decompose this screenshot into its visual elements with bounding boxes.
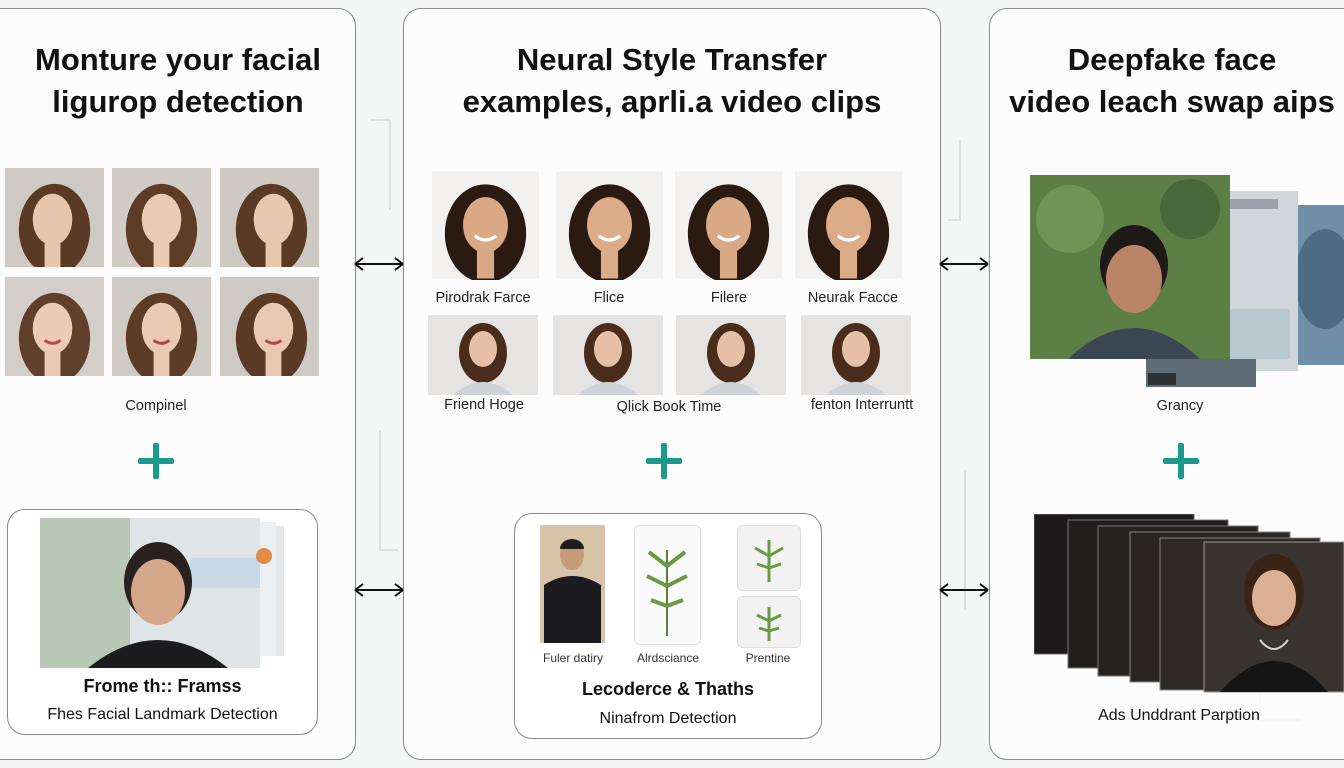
caption-label: Grancy (1156, 398, 1204, 414)
panel-title-line2: examples, aprli.a video clips (462, 84, 882, 119)
styled-face-thumbnail (556, 170, 663, 280)
caption-label: Compinel (125, 398, 187, 414)
face-thumbnail (801, 315, 911, 395)
panel-title: Neural Style Transfer examples, aprli.a … (404, 39, 940, 123)
card-subtitle: Ninafrom Detection (599, 710, 737, 727)
leaf-thumbnail (737, 596, 801, 648)
card-title: Frome th:: Framss (83, 676, 242, 696)
panel-title-line1: Neural Style Transfer (516, 42, 828, 77)
video-frames-image (1030, 169, 1344, 391)
frames-card: Frome th:: Framss Fhes Facial Landmark D… (7, 509, 318, 735)
face-thumbnail (5, 168, 104, 267)
face-thumbnail (112, 277, 211, 376)
face-thumbnail (676, 315, 786, 395)
face-label: Filere (710, 290, 748, 306)
card-title: Lecoderce & Thaths (581, 679, 755, 699)
double-arrow-icon (939, 257, 989, 271)
panel-title-line1: Monture your facial (35, 42, 321, 77)
styled-face-thumbnail (432, 170, 539, 280)
face-thumbnail (220, 277, 319, 376)
video-frames-image (40, 518, 288, 668)
card-subtitle: Fhes Facial Landmark Detection (47, 706, 278, 723)
panel-title-line2: ligurop detection (52, 84, 304, 119)
plus-icon (646, 443, 682, 479)
person-thumbnail (540, 525, 605, 643)
item-label: Prentine (745, 651, 791, 665)
face-thumbnail (5, 277, 104, 376)
plus-icon (1163, 443, 1199, 479)
face-label: Friend Hoge (444, 397, 524, 413)
face-thumbnail (428, 315, 538, 395)
panel-deepfake: Deepfake face video leach swap aips Gran… (989, 8, 1344, 760)
face-thumbnail (112, 168, 211, 267)
leaf-thumbnail (737, 525, 801, 591)
double-arrow-icon (354, 257, 404, 271)
face-label: Qlick Book Time (616, 399, 722, 415)
card-subtitle: Ads Unddrant Parption (1098, 707, 1260, 724)
item-label: Fuler datiry (542, 651, 604, 665)
components-card: Fuler datiry Alrdsciance Prentine Lecode… (514, 513, 822, 739)
face-label: fenton Interruntt (810, 397, 914, 413)
panel-title-line2: video leach swap aips (1009, 84, 1335, 119)
portrait-stack-image (1034, 514, 1344, 694)
panel-style-transfer: Neural Style Transfer examples, aprli.a … (403, 8, 941, 760)
face-label: Neurak Facce (807, 290, 899, 306)
item-label: Alrdsciance (636, 651, 700, 665)
double-arrow-icon (354, 583, 404, 597)
panel-title: Deepfake face video leach swap aips (990, 39, 1344, 123)
double-arrow-icon (939, 583, 989, 597)
plus-icon (138, 443, 174, 479)
panel-title-line1: Deepfake face (1067, 42, 1277, 77)
face-thumbnail (553, 315, 663, 395)
panel-facial-detection: Monture your facial ligurop detection Co… (0, 8, 356, 760)
plant-thumbnail (634, 525, 701, 645)
styled-face-thumbnail (795, 170, 902, 280)
panel-title: Monture your facial ligurop detection (1, 39, 355, 123)
face-label: Pirodrak Farce (435, 290, 531, 306)
styled-face-thumbnail (675, 170, 782, 280)
face-label: Flice (593, 290, 625, 306)
face-thumbnail (220, 168, 319, 267)
